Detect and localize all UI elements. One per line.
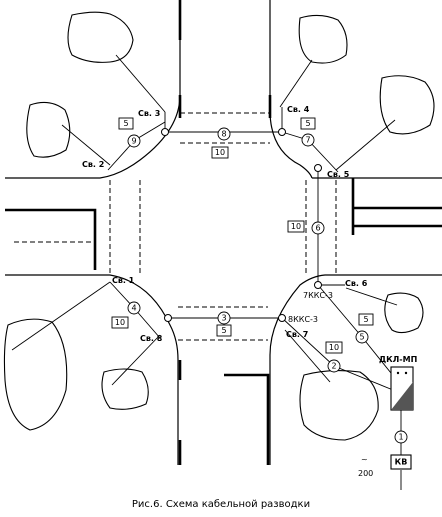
label-sv7: Св. 7 bbox=[286, 330, 308, 339]
box-top[interactable]: 10 bbox=[215, 148, 225, 157]
controller: ДКЛ-МП КВ bbox=[379, 355, 417, 470]
box-s7[interactable]: 10 bbox=[329, 343, 339, 352]
label-sv4: Св. 4 bbox=[287, 105, 310, 114]
label-sv1: Св. 1 bbox=[112, 276, 135, 285]
kv-box[interactable] bbox=[390, 454, 412, 470]
figure-caption: Рис.6. Схема кабельной разводки bbox=[132, 499, 310, 510]
label-sv2: Св. 2 bbox=[82, 160, 104, 169]
caption-group: Рис.6. Схема кабельной разводки bbox=[56, 493, 386, 513]
power-annotation: ~ 200 bbox=[358, 455, 373, 478]
circle-4[interactable]: 4 bbox=[131, 304, 136, 313]
label-sv5: Св. 5 bbox=[327, 170, 350, 179]
pole-sv5[interactable] bbox=[314, 164, 322, 172]
box-s4[interactable]: 5 bbox=[305, 119, 310, 128]
signal-poles bbox=[161, 128, 322, 322]
signal-labels: Св. 3 Св. 2 Св. 4 Св. 5 Св. 1 Св. 6 Св. … bbox=[82, 105, 368, 343]
label-8kks: 8ККС-3 bbox=[288, 315, 318, 324]
box-s3[interactable]: 5 bbox=[123, 119, 128, 128]
pole-7kks[interactable] bbox=[314, 281, 322, 289]
power-symbol: ~ bbox=[361, 455, 368, 464]
box-bottom[interactable]: 5 bbox=[221, 326, 226, 335]
box-s6[interactable]: 5 bbox=[363, 315, 368, 324]
controller-box[interactable] bbox=[390, 366, 414, 411]
label-sv3: Св. 3 bbox=[138, 109, 160, 118]
circle-7[interactable]: 7 bbox=[305, 136, 310, 145]
power-value: 200 bbox=[358, 469, 373, 478]
cable-circles: 9 8 7 6 4 3 5 2 1 bbox=[127, 127, 408, 444]
lane-markings bbox=[5, 0, 442, 465]
pole-sv4[interactable] bbox=[278, 128, 286, 136]
crosswalks bbox=[109, 112, 337, 341]
circle-1[interactable]: 1 bbox=[398, 433, 403, 442]
controller-label: ДКЛ-МП bbox=[379, 355, 417, 364]
road-edges bbox=[5, 0, 442, 465]
label-sv6: Св. 6 bbox=[345, 279, 368, 288]
kv-label: КВ bbox=[395, 458, 408, 467]
circle-2[interactable]: 2 bbox=[331, 362, 336, 371]
box-right[interactable]: 10 bbox=[291, 222, 301, 231]
label-7kks: 7ККС-3 bbox=[303, 291, 333, 300]
circle-6[interactable]: 6 bbox=[315, 224, 320, 233]
label-sv8: Св. 8 bbox=[140, 334, 163, 343]
circle-8[interactable]: 8 bbox=[221, 130, 226, 139]
box-left[interactable]: 10 bbox=[115, 318, 125, 327]
cable-boxes: 5 10 5 10 10 5 5 10 bbox=[111, 117, 374, 354]
pole-8kks[interactable] bbox=[278, 314, 286, 322]
bushes bbox=[3, 11, 435, 441]
circle-9[interactable]: 9 bbox=[131, 137, 136, 146]
circle-5[interactable]: 5 bbox=[359, 333, 364, 342]
circle-3[interactable]: 3 bbox=[221, 314, 226, 323]
pole-sv8[interactable] bbox=[164, 314, 172, 322]
pole-sv3[interactable] bbox=[161, 128, 169, 136]
